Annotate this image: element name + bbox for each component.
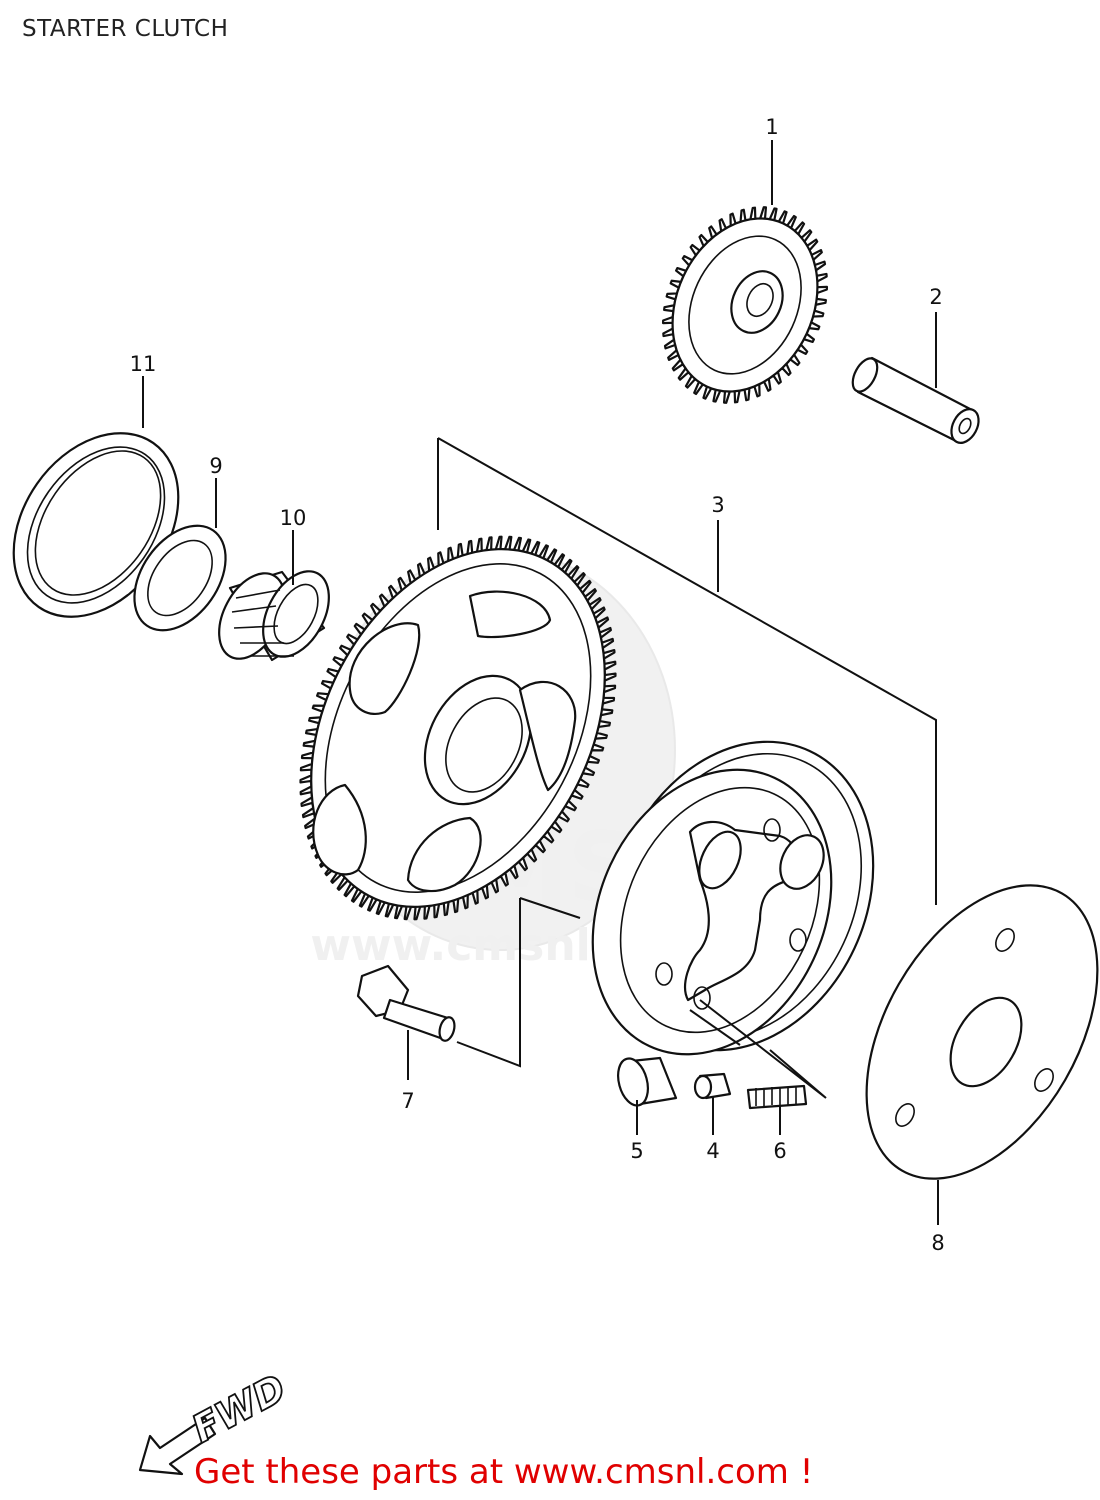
callout-6: 6	[773, 1139, 786, 1163]
callout-2: 2	[929, 285, 942, 309]
callout-9: 9	[209, 454, 222, 478]
promo-link[interactable]: Get these parts at www.cmsnl.com !	[194, 1452, 814, 1492]
callout-labels: 1 2 3 4 5 6 7 8 9 10 11	[130, 115, 945, 1255]
part-3-clutch-housing[interactable]	[548, 699, 922, 1094]
page-title: STARTER CLUTCH	[22, 16, 229, 42]
callout-8: 8	[931, 1231, 944, 1255]
part-7-leader	[456, 898, 521, 1068]
part-8-plate[interactable]	[819, 845, 1100, 1218]
part-2-shaft[interactable]	[848, 354, 984, 447]
part-3-leader	[437, 437, 937, 905]
callout-leaders	[142, 140, 939, 1225]
callout-11: 11	[130, 352, 157, 376]
part-6-spring[interactable]	[746, 1084, 808, 1110]
part-5-roller[interactable]	[613, 1055, 678, 1109]
part-7-leader-top	[519, 897, 581, 919]
fwd-label: FWD	[185, 1366, 293, 1452]
part-11-ring[interactable]	[0, 402, 212, 648]
part-10-needle-bearing[interactable]	[206, 560, 343, 670]
part-3-large-gear[interactable]	[252, 498, 663, 957]
callout-7: 7	[401, 1089, 414, 1113]
callout-10: 10	[280, 506, 307, 530]
callout-1: 1	[765, 115, 778, 139]
part-7-bolt[interactable]	[356, 964, 457, 1042]
callout-4: 4	[706, 1139, 719, 1163]
part-4-plunger[interactable]	[693, 1072, 732, 1100]
part-1-gear[interactable]	[645, 195, 844, 416]
callout-3: 3	[711, 493, 724, 517]
part-9-washer[interactable]	[116, 509, 245, 648]
part-456-leader-b	[689, 1009, 741, 1046]
callout-5: 5	[630, 1139, 643, 1163]
part-456-leader	[699, 999, 827, 1099]
